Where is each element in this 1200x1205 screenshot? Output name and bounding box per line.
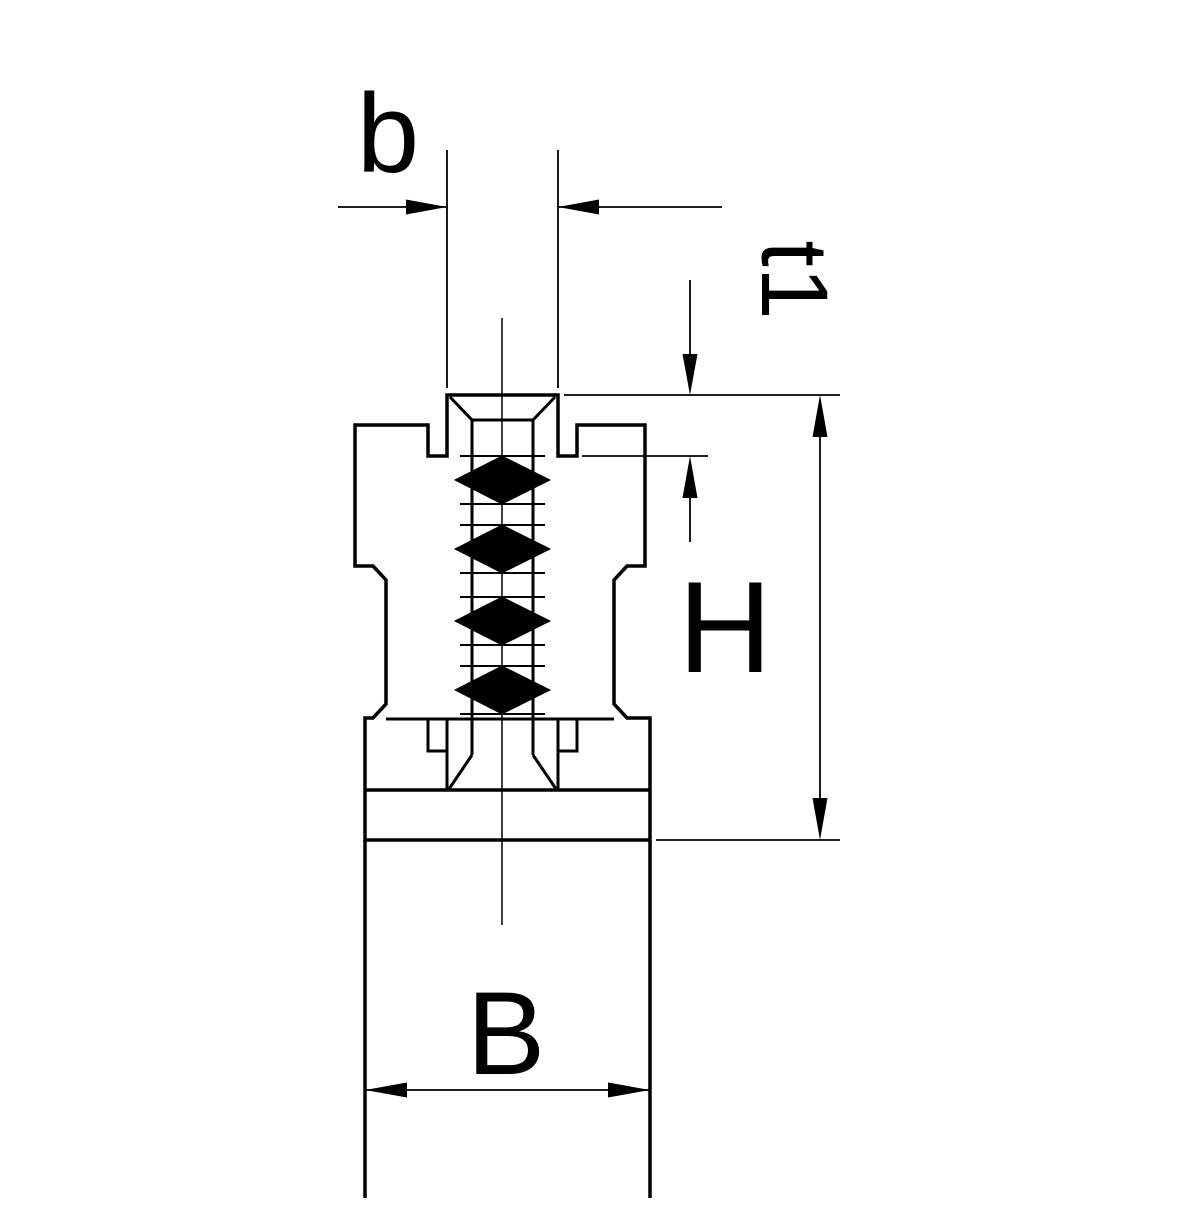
dimension-H-label: H [678, 554, 772, 700]
t1-arrowhead-up [682, 456, 698, 498]
dimension-B-label: B [467, 968, 546, 1100]
dimension-H: H [656, 395, 840, 841]
part-body-outline [353, 393, 652, 842]
H-arrowhead-bottom [812, 798, 828, 840]
b-arrowhead-left [406, 199, 447, 215]
b-arrowhead-right [558, 199, 599, 215]
part-cross-section [353, 318, 652, 1198]
dimension-t1: t1 [564, 240, 847, 542]
B-arrowhead-right [608, 1082, 650, 1098]
t1-arrowhead-down [682, 354, 698, 395]
dimension-t1-label: t1 [741, 240, 847, 319]
hole-bottom-chamfer-left [447, 754, 474, 790]
key-groove-bottom-left [426, 719, 449, 753]
key-groove-bottom-right [556, 719, 579, 753]
dimension-b: b [338, 71, 722, 388]
B-arrowhead-left [365, 1082, 407, 1098]
H-arrowhead-top [812, 395, 828, 437]
dimension-B: B [365, 968, 650, 1100]
dimension-b-label: b [357, 71, 419, 196]
hole-bottom-chamfer-right [531, 754, 558, 790]
